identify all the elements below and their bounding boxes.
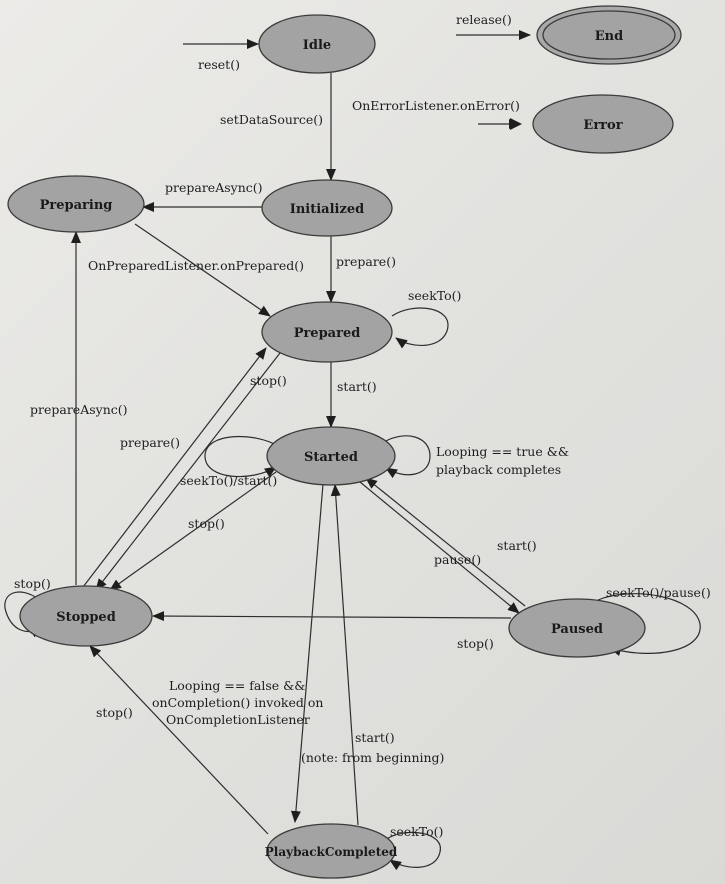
state-stopped-label: Stopped: [56, 610, 116, 625]
state-stopped: [19, 585, 153, 647]
state-started: [266, 426, 396, 486]
edge-start-from-beginning: [330, 484, 359, 826]
label-prepare-async-initialized: prepareAsync(): [165, 180, 263, 195]
label-reset: reset(): [198, 57, 240, 72]
edge-seek-prepared-loop: [391, 307, 449, 349]
edge-stop-paused: [152, 611, 512, 622]
label-stop-completed: stop(): [96, 705, 133, 720]
edge-seek-completed-loop: [384, 831, 441, 871]
state-preparing: [7, 175, 145, 233]
label-looping-false-3: OnCompletionListener: [166, 712, 310, 727]
label-on-prepared: OnPreparedListener.onPrepared(): [88, 258, 304, 273]
edge-looping-false: [290, 483, 324, 823]
edge-seek-start-started-loop: [204, 435, 279, 478]
label-seek-prepared: seekTo(): [408, 288, 461, 303]
state-preparing-label: Preparing: [40, 198, 113, 213]
state-prepared: [261, 301, 393, 363]
state-prepared-label: Prepared: [294, 326, 361, 341]
edge-prepare-stopped: [82, 347, 267, 588]
state-error: [532, 94, 674, 154]
state-started-label: Started: [304, 450, 358, 465]
label-looping-true-2: playback completes: [436, 462, 561, 477]
label-stop-stopped-self: stop(): [14, 576, 51, 591]
edge-on-error-second-head: [510, 118, 522, 130]
label-stop-prepared: stop(): [250, 373, 287, 388]
state-idle-label: Idle: [303, 38, 331, 53]
label-start-from-beginning-1: start(): [355, 730, 395, 745]
label-start-from-beginning-2: (note: from beginning): [301, 750, 444, 765]
state-paused: [508, 598, 646, 658]
state-playback-completed: [266, 823, 396, 879]
edge-pause: [359, 481, 520, 614]
label-seek-start-started: seekTo()/start(): [180, 473, 277, 488]
state-idle: [258, 14, 376, 74]
edge-stop-completed: [89, 645, 269, 835]
label-start-prepared: start(): [337, 379, 377, 394]
edge-stop-prepared: [95, 352, 281, 591]
edge-stop-stopped-loop: [4, 591, 43, 638]
edge-looping-true-loop: [383, 435, 431, 479]
label-prepare-async-stopped: prepareAsync(): [30, 402, 128, 417]
label-looping-true-1: Looping == true &&: [436, 444, 569, 459]
label-looping-false-2: onCompletion() invoked on: [152, 695, 323, 710]
label-set-data-source: setDataSource(): [220, 112, 323, 127]
state-paused-label: Paused: [551, 622, 603, 637]
label-looping-false-1: Looping == false &&: [169, 678, 305, 693]
label-seek-completed: seekTo(): [390, 824, 443, 839]
label-pause: pause(): [434, 552, 481, 567]
state-end: [542, 10, 676, 60]
edge-stop-started: [109, 471, 277, 591]
state-error-label: Error: [583, 118, 622, 133]
state-initialized-label: Initialized: [290, 202, 364, 217]
state-initialized: [261, 179, 393, 237]
label-start-paused: start(): [497, 538, 537, 553]
label-seek-pause-paused: seekTo()/pause(): [606, 585, 711, 600]
label-stop-paused: stop(): [457, 636, 494, 651]
edge-start-paused: [365, 477, 526, 607]
state-end-label: End: [595, 29, 623, 44]
state-playback-completed-label: PlaybackCompleted: [265, 845, 398, 859]
edge-seek-pause-paused-loop: [597, 593, 701, 656]
edge-on-prepared: [134, 223, 271, 317]
label-on-error: OnErrorListener.onError(): [352, 98, 520, 113]
label-release: release(): [456, 12, 512, 27]
label-stop-started: stop(): [188, 516, 225, 531]
label-prepare-stopped: prepare(): [120, 435, 180, 450]
label-prepare-initialized: prepare(): [336, 254, 396, 269]
